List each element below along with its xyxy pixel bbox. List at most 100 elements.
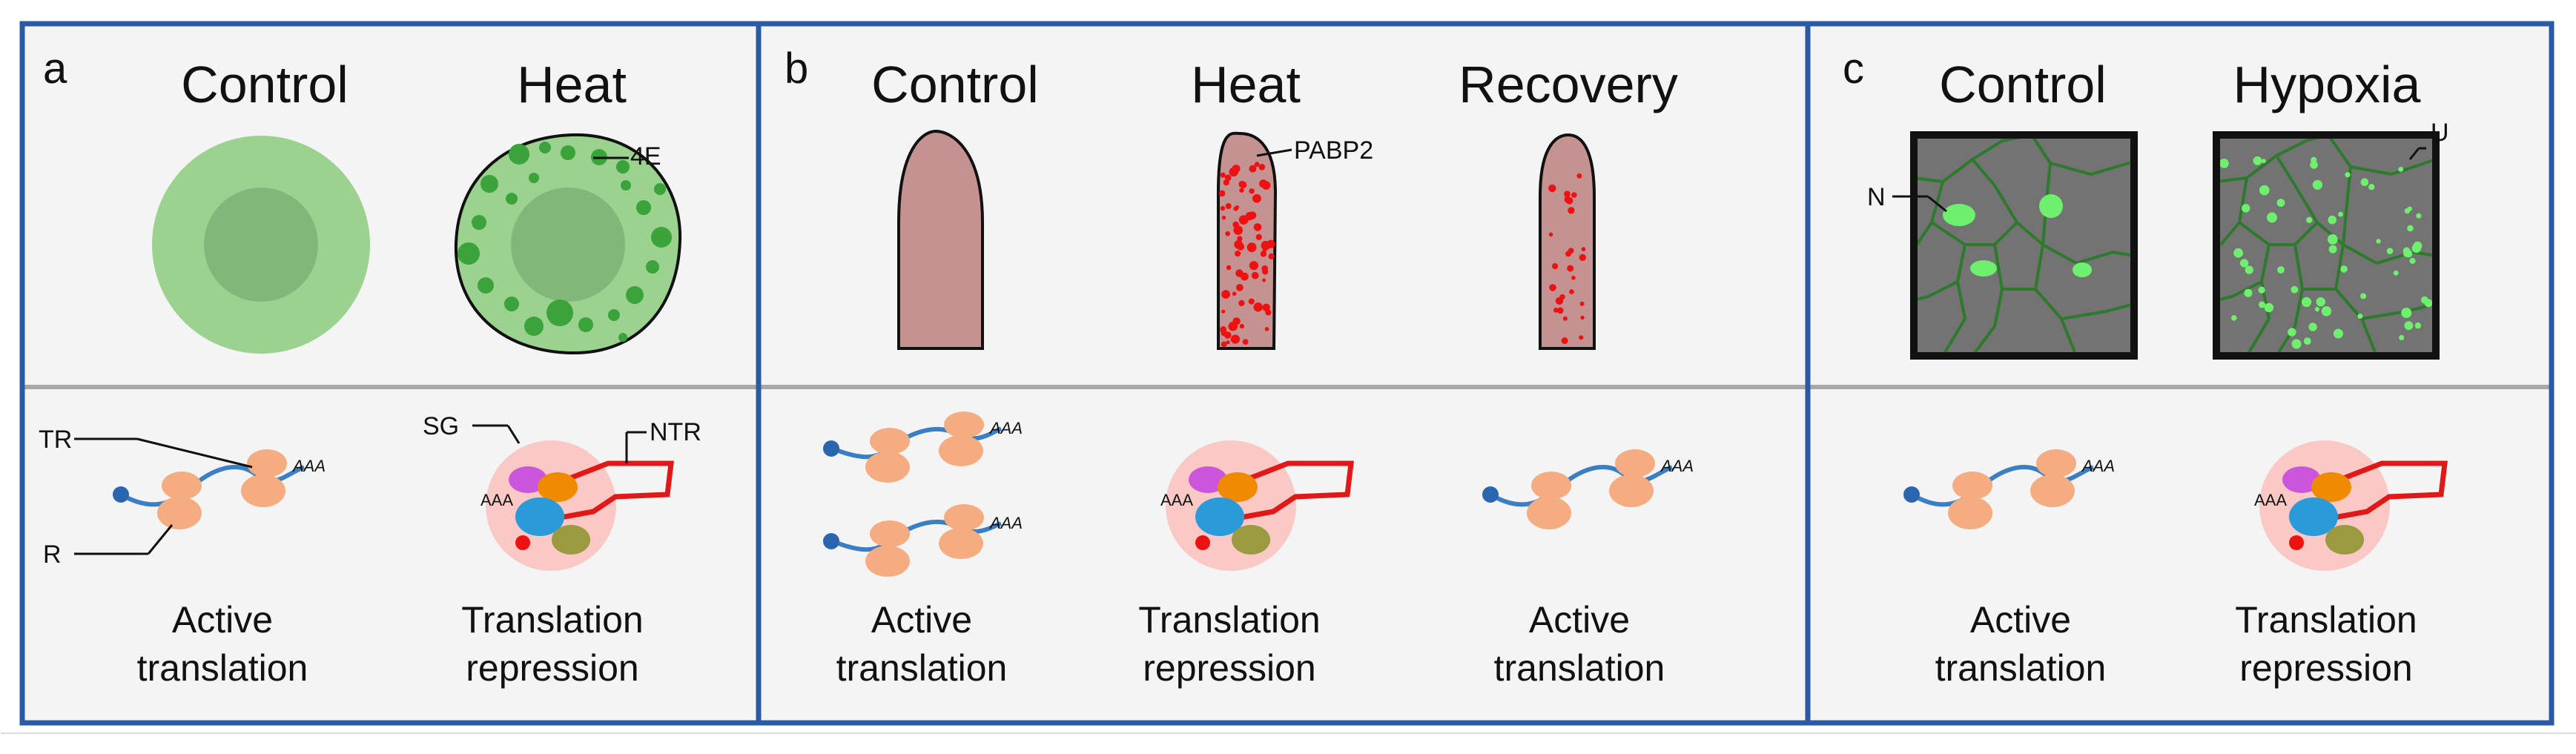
pabp2-granule [1548,184,1556,193]
gfp-focus [2404,321,2414,331]
mrna-cap [1482,486,1499,503]
gfp-focus [2303,337,2311,345]
pabp2-granule [1224,331,1232,339]
gfp-focus [2312,179,2322,190]
panel-b-recovery-translation: AAA [1482,449,1694,529]
ribosome [939,504,984,559]
panel-b-active-translation: AAA AAA [823,411,1023,577]
ribosome [2030,449,2076,507]
pabp2-granule [1232,165,1241,173]
pabp2-granule [1220,326,1227,333]
mrna-strand [831,519,1003,552]
heat-root: PABP2 [1217,131,1373,350]
protein-red [2289,535,2304,550]
gfp-focus [2302,297,2312,307]
protein-blue [2289,497,2338,536]
pabp2-granule [1238,300,1245,306]
pabp2-granule [1221,309,1226,314]
polya-tail: AAA [988,514,1023,532]
panel-a-background [22,24,758,723]
panel-b-caption-3-line1: Active [1529,599,1630,641]
panel-b-title-control: Control [871,56,1039,113]
cytoplasmic-gfp-foci [2219,156,2433,349]
pabp2-pointer [1256,148,1292,157]
pabp2-granule [1559,294,1565,300]
gfp-focus [2401,308,2412,318]
gfp-focus [2245,265,2253,274]
pabp2-granule [1571,275,1576,280]
polya-tail: AAA [988,419,1023,437]
pabp2-granule [1259,179,1268,188]
pabp2-granule [1265,309,1272,316]
protein-red [515,535,530,550]
pabp2-granule [1567,265,1574,272]
pabp2-granule [1264,327,1269,331]
control-cell [152,136,370,354]
pabp2-granule [1253,223,1262,231]
gfp-focus [2258,286,2265,294]
panel-a-letter: a [43,44,67,93]
pabp2-granule [1576,173,1582,179]
heat-cell: 4E [454,133,682,355]
pabp2-granule [1255,234,1262,240]
pabp2-granule [1562,316,1568,321]
ntr-mrna [540,460,674,522]
gfp-focus [2360,178,2369,186]
gfp-focus [2409,257,2416,264]
gfp-focus [2393,270,2399,276]
gfp-focus [2357,314,2363,319]
ribosome [1609,449,1655,507]
label-pabp2: PABP2 [1294,136,1373,165]
protein-red [1195,535,1210,550]
protein-olive [552,525,590,555]
control-root [897,129,984,350]
gfp-focus [2230,315,2237,321]
panel-b-title-recovery: Recovery [1459,56,1678,113]
pabp2-granule [1553,308,1559,313]
ribosome [939,411,984,466]
panel-c-caption-1-line2: translation [1935,647,2107,689]
ribosome [157,472,202,529]
pabp2-granule [1232,317,1241,325]
pabp2-granule [1571,192,1577,198]
gfp-focus [2308,323,2317,331]
ribosome [865,428,910,483]
protein-purple [509,466,547,493]
gfp-focus [2420,296,2428,304]
gfp-focus [2276,199,2285,207]
panel-a-caption-2-line1: Translation [461,599,643,641]
pabp2-granule [1549,284,1556,291]
pabp2-granule [1262,278,1266,282]
protein-orange [2311,472,2351,502]
protein-blue [515,497,564,536]
panel-a-title-heat: Heat [517,56,627,113]
panel-c-title-hypoxia: Hypoxia [2233,56,2421,113]
panel-c-caption-2-line2: repression [2239,647,2412,689]
polya-tail: AAA [2254,491,2287,509]
gfp-focus [2328,245,2337,254]
ribosome [865,520,910,577]
panel-c-active-translation: AAA [1903,449,2115,529]
gfp-focus [2327,234,2338,245]
pabp2-granule [1218,190,1226,197]
pabp2-granules-recovery [1548,173,1586,344]
gfp-focus [2242,204,2250,213]
recovery-root [1539,133,1596,350]
pabp2-granule [1230,334,1241,344]
gfp-focus [2414,322,2422,329]
pabp2-granule [1262,248,1266,252]
nuclear-gfp [1943,194,2092,277]
pabp2-granule [1239,188,1244,193]
gfp-focus [2291,339,2302,349]
label-sg: SG [423,412,459,440]
pabp2-granule [1234,239,1244,249]
gfp-focus [2259,185,2270,196]
gfp-focus [2416,213,2422,219]
gfp-focus [2411,243,2422,254]
pabp2-granule [1261,240,1271,251]
heat-granules [458,142,672,342]
gfp-focus [2333,328,2343,339]
panel-b-caption-1-line2: translation [836,647,1008,689]
protein-purple [1189,466,1227,493]
